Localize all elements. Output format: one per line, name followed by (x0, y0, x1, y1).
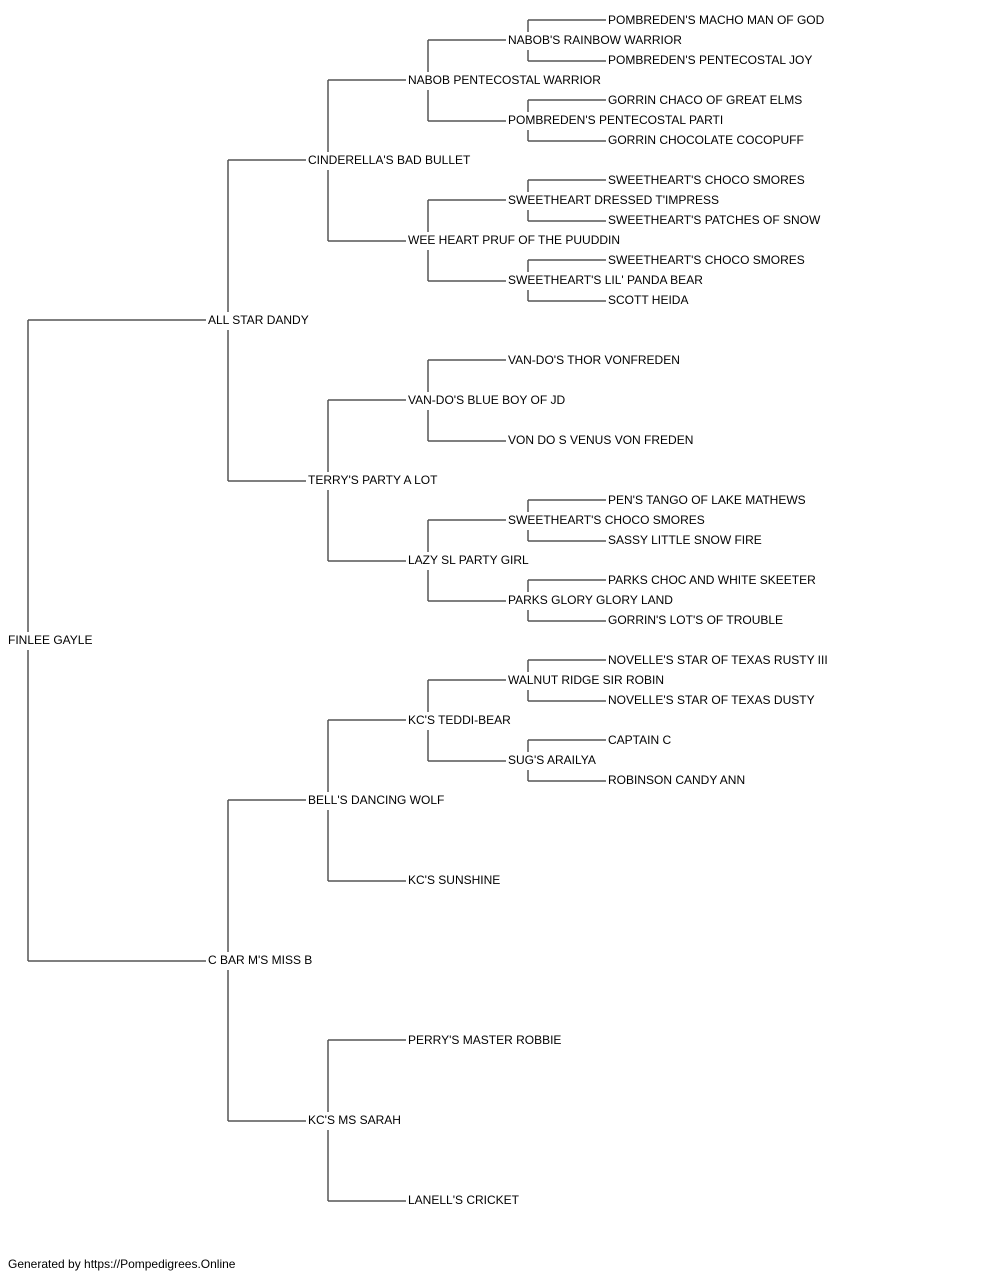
subject-dam-sire-name: BELL'S DANCING WOLF (308, 793, 444, 807)
subject-sire-sire-dam-dam-name: SWEETHEART'S LIL' PANDA BEAR (508, 273, 703, 287)
subject-dam-sire-sire-name: KC'S TEDDI-BEAR (408, 713, 511, 727)
subject-sire-dam-dam-name: LAZY SL PARTY GIRL (408, 553, 529, 567)
subject-dam-name: C BAR M'S MISS B (208, 953, 312, 967)
subject-dam-dam-dam-name: LANELL'S CRICKET (408, 1193, 520, 1207)
subject-dam-sire-sire-dam-dam-name: ROBINSON CANDY ANN (608, 773, 745, 787)
subject-sire-name: ALL STAR DANDY (208, 313, 309, 327)
subject-name: FINLEE GAYLE (8, 633, 92, 647)
subject-sire-sire-dam-dam-dam-name: SCOTT HEIDA (608, 293, 688, 307)
subject-dam-sire-sire-sire-sire-name: NOVELLE'S STAR OF TEXAS RUSTY III (608, 653, 828, 667)
subject-sire-dam-sire-sire-name: VAN-DO'S THOR VONFREDEN (508, 353, 680, 367)
subject-sire-sire-sire-dam-name: POMBREDEN'S PENTECOSTAL PARTI (508, 113, 723, 127)
subject-dam-sire-sire-dam-name: SUG'S ARAILYA (508, 753, 596, 767)
subject-sire-dam-sire-name: VAN-DO'S BLUE BOY OF JD (408, 393, 566, 407)
subject-dam-sire-dam-name: KC'S SUNSHINE (408, 873, 500, 887)
subject-sire-sire-dam-dam-sire-name: SWEETHEART'S CHOCO SMORES (608, 253, 805, 267)
footer-credit: Generated by https://Pompedigrees.Online (8, 1257, 236, 1271)
subject-dam-dam-sire-name: PERRY'S MASTER ROBBIE (408, 1033, 561, 1047)
subject-sire-dam-dam-dam-dam-name: GORRIN'S LOT'S OF TROUBLE (608, 613, 783, 627)
subject-sire-sire-dam-sire-dam-name: SWEETHEART'S PATCHES OF SNOW (608, 213, 821, 227)
subject-sire-dam-dam-dam-name: PARKS GLORY GLORY LAND (508, 593, 673, 607)
subject-sire-dam-dam-sire-name: SWEETHEART'S CHOCO SMORES (508, 513, 705, 527)
subject-sire-sire-dam-sire-sire-name: SWEETHEART'S CHOCO SMORES (608, 173, 805, 187)
subject-sire-sire-dam-name: WEE HEART PRUF OF THE PUUDDIN (408, 233, 620, 247)
subject-sire-dam-dam-dam-sire-name: PARKS CHOC AND WHITE SKEETER (608, 573, 816, 587)
subject-sire-sire-sire-dam-dam-name: GORRIN CHOCOLATE COCOPUFF (608, 133, 804, 147)
subject-sire-sire-sire-name: NABOB PENTECOSTAL WARRIOR (408, 73, 601, 87)
subject-sire-dam-dam-sire-sire-name: PEN'S TANGO OF LAKE MATHEWS (608, 493, 806, 507)
subject-sire-sire-dam-sire-name: SWEETHEART DRESSED T'IMPRESS (508, 193, 719, 207)
subject-dam-sire-sire-dam-sire-name: CAPTAIN C (608, 733, 671, 747)
subject-dam-dam-name: KC'S MS SARAH (308, 1113, 401, 1127)
subject-sire-sire-sire-sire-sire-name: POMBREDEN'S MACHO MAN OF GOD (608, 13, 825, 27)
subject-dam-sire-sire-sire-dam-name: NOVELLE'S STAR OF TEXAS DUSTY (608, 693, 815, 707)
subject-sire-dam-dam-sire-dam-name: SASSY LITTLE SNOW FIRE (608, 533, 762, 547)
subject-sire-sire-sire-sire-dam-name: POMBREDEN'S PENTECOSTAL JOY (608, 53, 812, 67)
subject-sire-sire-name: CINDERELLA'S BAD BULLET (308, 153, 471, 167)
subject-sire-sire-sire-sire-name: NABOB'S RAINBOW WARRIOR (508, 33, 682, 47)
subject-sire-dam-name: TERRY'S PARTY A LOT (308, 473, 438, 487)
subject-dam-sire-sire-sire-name: WALNUT RIDGE SIR ROBIN (508, 673, 664, 687)
subject-sire-sire-sire-dam-sire-name: GORRIN CHACO OF GREAT ELMS (608, 93, 802, 107)
subject-sire-dam-sire-dam-name: VON DO S VENUS VON FREDEN (508, 433, 693, 447)
